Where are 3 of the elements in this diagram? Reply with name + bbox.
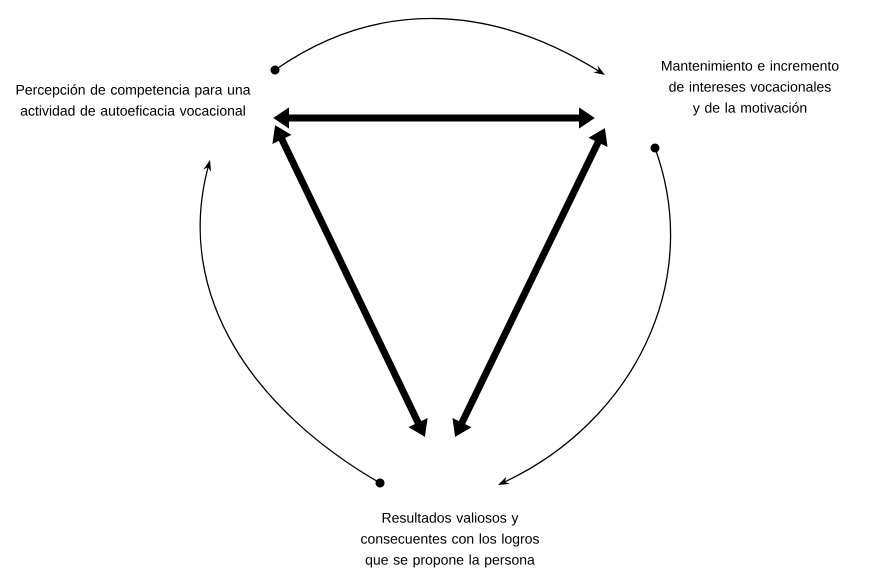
node-label: Resultados valiosos y consecuentes con los logros que se propone la persona — [361, 512, 539, 568]
node-label: Mantenimiento e incremento de intereses vocacionales y de la motivación — [662, 60, 838, 116]
node-label: Percepción de competencia para una actividad de autoeficacia vocacional — [16, 84, 250, 116]
